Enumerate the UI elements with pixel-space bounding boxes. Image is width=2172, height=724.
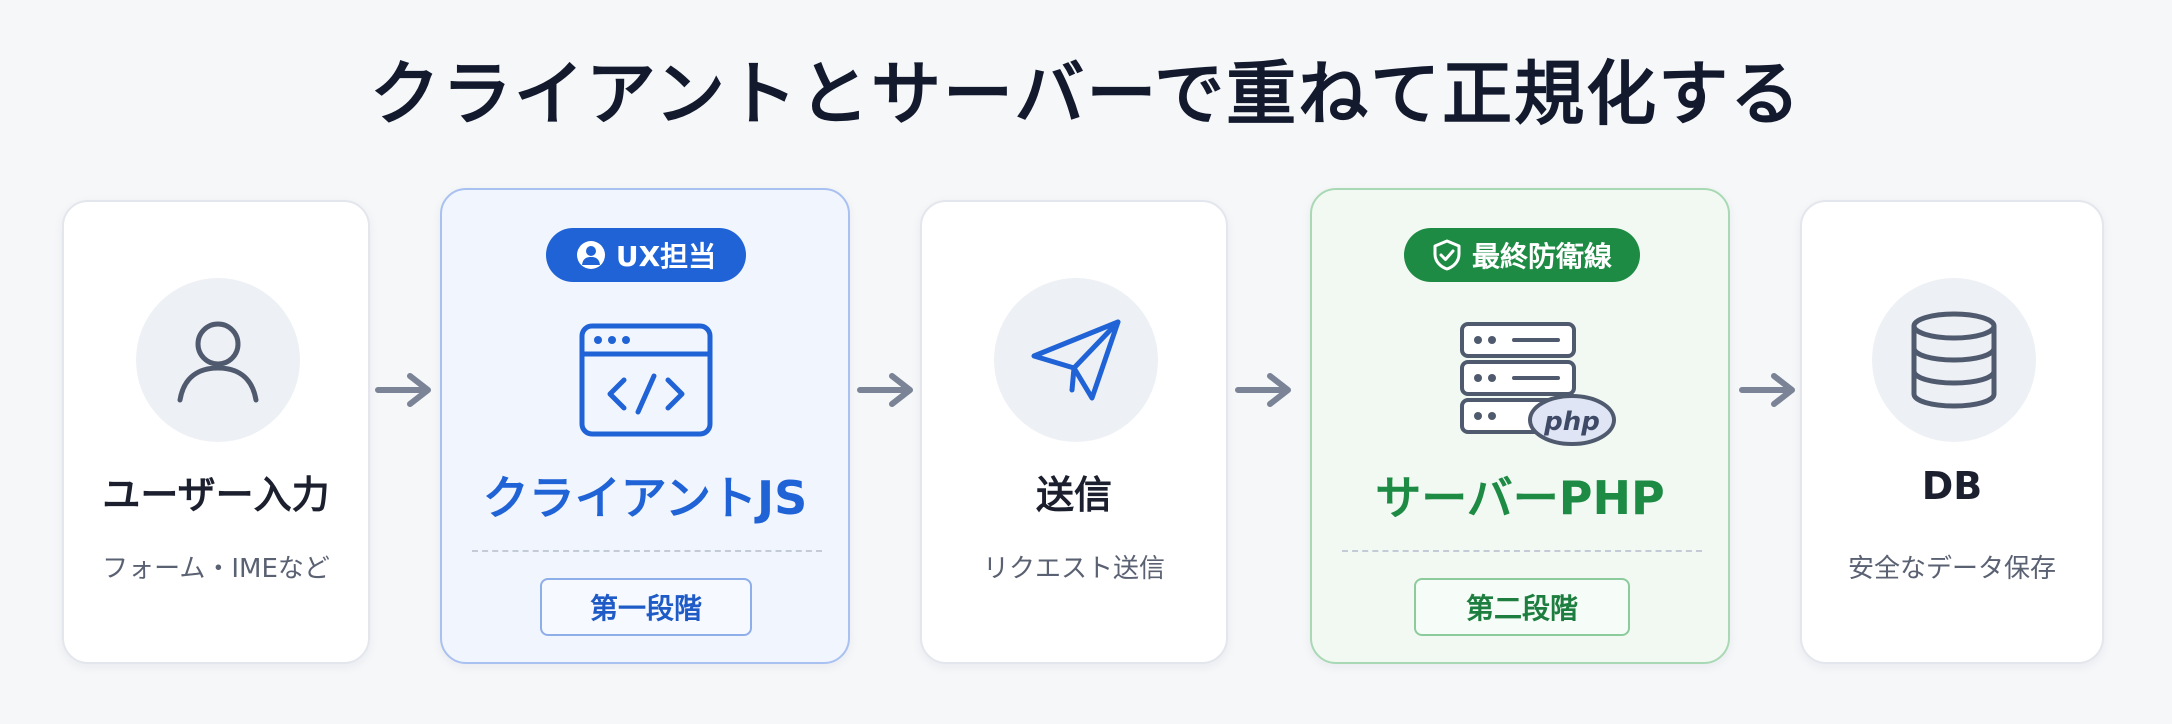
step-sub-label: リクエスト送信 bbox=[982, 554, 1165, 584]
stage-tag: 第一段階 bbox=[540, 578, 752, 636]
divider bbox=[1342, 550, 1702, 552]
user-icon-circle bbox=[136, 278, 300, 442]
last-defense-badge: 最終防衛線 bbox=[1404, 228, 1640, 282]
arrow-right-icon bbox=[1739, 373, 1795, 407]
user-icon bbox=[177, 321, 259, 403]
step-db-card: DB 安全なデータ保存 bbox=[1800, 200, 2104, 664]
code-window-icon bbox=[579, 323, 713, 437]
step-label: クライアントJS bbox=[482, 471, 808, 525]
step-server-php-card: 最終防衛線 php サーバーPHP 第二段階 bbox=[1310, 188, 1730, 664]
step-sub-label: 安全なデータ保存 bbox=[1847, 554, 2056, 584]
diagram-title: クライアントとサーバーで重ねて正規化する bbox=[369, 53, 1803, 135]
last-defense-badge-label: 最終防衛線 bbox=[1471, 240, 1612, 273]
shield-check-icon bbox=[1433, 239, 1461, 271]
database-icon-circle bbox=[1872, 278, 2036, 442]
step-label: DB bbox=[1921, 464, 1983, 508]
database-icon bbox=[1911, 311, 1997, 409]
php-logo-text: php bbox=[1543, 407, 1600, 437]
ux-badge: UX担当 bbox=[546, 228, 746, 282]
step-user-input-card: ユーザー入力 フォーム・IMEなど bbox=[62, 200, 370, 664]
php-server-icon: php bbox=[1460, 322, 1616, 446]
divider bbox=[472, 550, 822, 552]
stage-tag: 第二段階 bbox=[1414, 578, 1630, 636]
user-badge-icon bbox=[576, 241, 605, 269]
ux-badge-label: UX担当 bbox=[615, 240, 717, 273]
step-sub-label: フォーム・IMEなど bbox=[102, 554, 330, 584]
arrow-right-icon bbox=[857, 373, 913, 407]
paper-plane-icon bbox=[1031, 319, 1121, 401]
step-label: 送信 bbox=[1035, 473, 1112, 517]
step-label: サーバーPHP bbox=[1375, 471, 1665, 525]
paper-plane-icon-circle bbox=[994, 278, 1158, 442]
arrow-right-icon bbox=[1235, 373, 1291, 407]
step-label: ユーザー入力 bbox=[102, 473, 330, 517]
step-send-card: 送信 リクエスト送信 bbox=[920, 200, 1228, 664]
arrow-right-icon bbox=[375, 373, 431, 407]
step-client-js-card: UX担当 クライアントJS 第一段階 bbox=[440, 188, 850, 664]
